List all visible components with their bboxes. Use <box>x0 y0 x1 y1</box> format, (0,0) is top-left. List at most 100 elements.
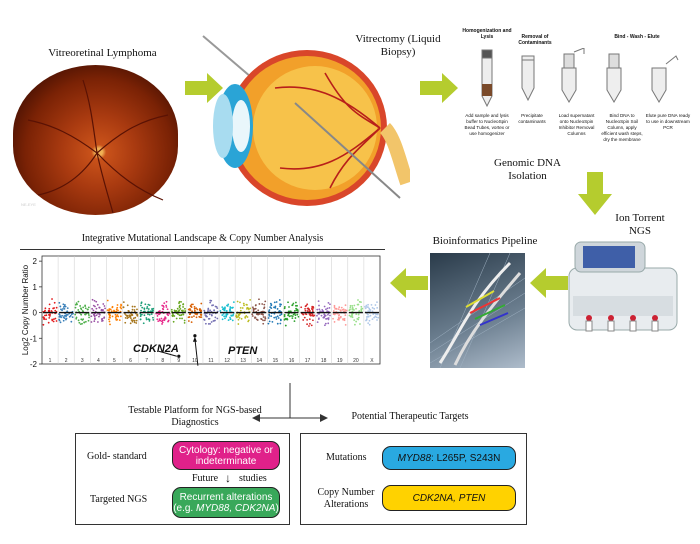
data-point <box>147 303 150 306</box>
data-point <box>116 314 119 316</box>
data-point <box>116 304 119 306</box>
data-point <box>80 313 82 316</box>
data-point <box>311 308 314 311</box>
data-point <box>131 319 134 322</box>
data-point <box>227 319 230 321</box>
data-point <box>60 316 63 319</box>
data-point <box>322 310 325 313</box>
data-point <box>345 309 348 312</box>
data-point <box>306 303 309 306</box>
data-point <box>247 320 250 323</box>
data-point <box>270 315 273 318</box>
data-point <box>221 314 224 316</box>
data-point <box>275 301 278 303</box>
data-point <box>291 315 294 317</box>
data-point <box>140 309 142 312</box>
data-point <box>355 320 358 323</box>
data-point <box>264 316 267 318</box>
data-point <box>251 315 254 317</box>
data-point <box>94 305 96 308</box>
data-point <box>58 316 61 318</box>
data-point <box>160 317 163 320</box>
data-point <box>111 315 114 318</box>
data-point <box>129 322 132 325</box>
step-desc-3: Load supernatant onto NucleoSpin Inhibit… <box>558 113 595 136</box>
data-point <box>102 308 104 311</box>
data-point <box>278 310 280 313</box>
data-point <box>124 316 127 319</box>
data-point <box>252 307 255 310</box>
cn-genes-pill: CDK2NA, PTEN <box>382 485 516 511</box>
data-point <box>161 307 164 310</box>
chromosome-tick-label: 20 <box>353 358 359 364</box>
data-point <box>306 318 309 321</box>
y-tick-label: -2 <box>30 360 38 369</box>
data-point <box>367 310 370 313</box>
data-point <box>319 310 322 313</box>
data-point <box>297 315 300 318</box>
data-point <box>158 318 161 321</box>
data-point <box>135 322 138 324</box>
data-point <box>360 305 363 308</box>
data-point <box>204 322 207 325</box>
data-point <box>279 303 281 306</box>
data-point <box>163 319 166 322</box>
data-point <box>258 303 261 305</box>
data-point <box>258 313 261 315</box>
data-point <box>292 302 295 305</box>
data-point <box>79 307 82 310</box>
data-point <box>287 301 289 304</box>
data-point <box>263 319 266 322</box>
data-point <box>97 321 99 323</box>
data-point <box>263 306 266 309</box>
data-point <box>80 318 83 321</box>
data-point <box>251 306 254 309</box>
data-point <box>209 301 212 304</box>
data-point <box>61 314 64 317</box>
data-point <box>51 319 54 322</box>
arrow-fundus-to-eye <box>185 73 223 103</box>
data-point <box>277 317 280 319</box>
data-point <box>165 304 168 307</box>
data-point <box>133 309 136 311</box>
data-point <box>333 313 336 316</box>
data-point <box>66 310 69 313</box>
data-point <box>122 306 125 309</box>
data-point <box>238 317 241 319</box>
data-point <box>110 310 113 313</box>
data-point <box>97 313 99 315</box>
data-point <box>148 320 151 322</box>
data-point <box>260 318 262 320</box>
data-point <box>77 319 80 322</box>
data-point <box>190 321 193 324</box>
data-point <box>131 320 134 323</box>
data-point <box>353 319 356 322</box>
data-point <box>91 307 94 310</box>
ion-torrent-label: Ion Torrent NGS <box>615 212 665 237</box>
data-point <box>143 307 146 310</box>
data-point <box>237 323 240 325</box>
data-point <box>293 320 296 323</box>
bioinformatics-label: Bioinformatics Pipeline <box>432 235 538 247</box>
data-point <box>103 316 106 319</box>
data-point <box>203 309 206 312</box>
data-point <box>87 308 89 311</box>
data-point <box>329 314 331 317</box>
data-point <box>133 305 136 308</box>
down-arrow-icon: ↓ <box>225 471 231 485</box>
data-point <box>193 315 195 318</box>
data-point <box>77 309 80 311</box>
data-point <box>126 304 129 307</box>
data-point <box>83 321 86 324</box>
data-point <box>275 316 277 319</box>
data-point <box>333 321 336 323</box>
data-point <box>376 313 379 316</box>
data-point <box>273 316 276 319</box>
future-label: Future <box>192 473 219 484</box>
data-point <box>140 314 142 316</box>
data-point <box>295 301 297 304</box>
data-point <box>247 308 250 311</box>
data-point <box>109 323 111 326</box>
data-point <box>227 303 230 306</box>
chromosome-tick-label: 10 <box>192 358 198 364</box>
